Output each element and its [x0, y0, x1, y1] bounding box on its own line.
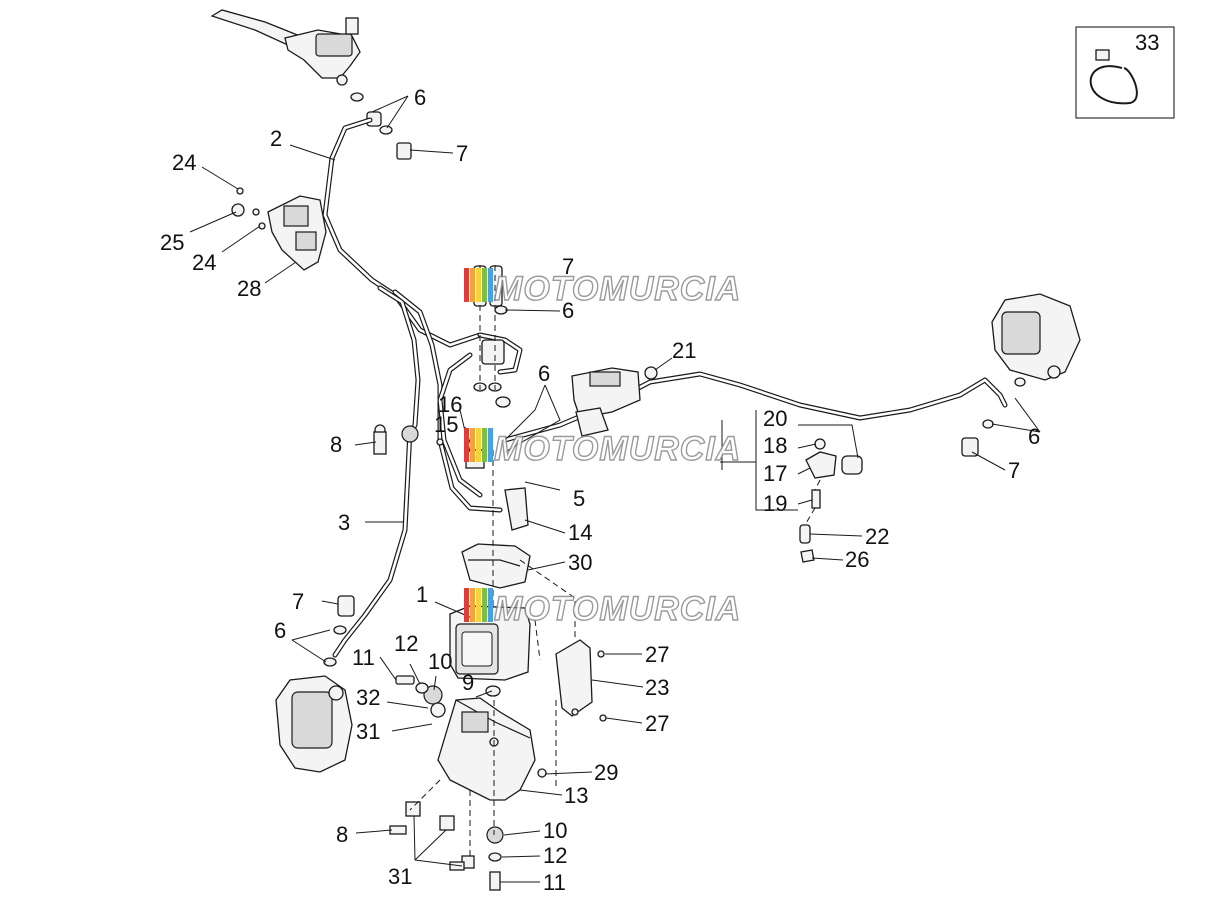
abs-mount-bracket: [461, 543, 531, 589]
bracket-23: [555, 639, 593, 717]
assembly-guide-lines: [409, 265, 821, 860]
label-22: 22: [865, 524, 889, 549]
label-16: 16: [438, 392, 462, 417]
watermark-text-bottom: MOTOMURCIA: [494, 590, 741, 628]
label-26: 26: [845, 547, 869, 572]
label-23: 23: [645, 675, 669, 700]
label-2: 2: [270, 126, 282, 151]
watermark-group: MOTOMURCIA MOTOMURCIA MOTOMURCIA: [464, 268, 741, 629]
label-11-upper: 11: [352, 645, 375, 670]
top-fittings: [350, 92, 412, 160]
label-31-upper: 31: [356, 719, 380, 744]
label-5: 5: [573, 486, 585, 511]
abs-sensor-bracket: [231, 187, 327, 271]
label-15: 15: [434, 412, 458, 437]
watermark-text-middle: MOTOMURCIA: [494, 430, 741, 468]
label-8-upper: 8: [330, 432, 342, 457]
part-labels: 6 7 2 24 25 24 28 7 6 6 21 16 15 5 14 30…: [160, 85, 1040, 895]
label-31-lower: 31: [388, 864, 412, 889]
label-19: 19: [763, 491, 787, 516]
label-7-top: 7: [456, 141, 468, 166]
watermark-top: MOTOMURCIA: [464, 268, 741, 309]
front-brake-lever-assembly: [210, 9, 361, 86]
label-14: 14: [568, 520, 592, 545]
label-27-upper: 27: [645, 642, 669, 667]
watermark-text-top: MOTOMURCIA: [494, 270, 741, 308]
label-20: 20: [763, 406, 787, 431]
label-24-upper: 24: [172, 150, 196, 175]
brake-hoses: [322, 117, 1008, 658]
label-21: 21: [672, 338, 696, 363]
label-17: 17: [763, 461, 787, 486]
label-7-left: 7: [292, 589, 304, 614]
label-11-lower: 11: [543, 870, 566, 895]
label-30: 30: [568, 550, 592, 575]
label-29: 29: [594, 760, 618, 785]
label-7-upper-mid: 7: [562, 254, 574, 279]
rear-brake-caliper: [961, 293, 1081, 457]
lower-bracket: [423, 685, 536, 801]
watermark-bottom: MOTOMURCIA: [464, 588, 741, 629]
front-brake-caliper: [275, 595, 355, 773]
label-6-left: 6: [274, 618, 286, 643]
leader-lines: [189, 95, 1041, 883]
label-25: 25: [160, 230, 184, 255]
inset-box: 33: [1075, 26, 1175, 119]
label-9: 9: [462, 670, 474, 695]
label-3: 3: [338, 510, 350, 535]
label-13: 13: [564, 783, 588, 808]
label-10-lower: 10: [543, 818, 567, 843]
label-10-upper: 10: [428, 649, 452, 674]
label-1: 1: [416, 582, 428, 607]
label-28: 28: [237, 276, 261, 301]
label-12-lower: 12: [543, 843, 567, 868]
label-7-right: 7: [1008, 458, 1020, 483]
watermark-middle: MOTOMURCIA: [464, 428, 741, 469]
label-27-lower: 27: [645, 711, 669, 736]
label-12-upper: 12: [394, 631, 418, 656]
label-32: 32: [356, 685, 380, 710]
label-24-lower: 24: [192, 250, 216, 275]
clamp-assembly: [373, 424, 863, 563]
label-8-lower: 8: [336, 822, 348, 847]
label-6-top: 6: [414, 85, 426, 110]
label-6-mid: 6: [538, 361, 550, 386]
label-6-right: 6: [1028, 424, 1040, 449]
label-18: 18: [763, 433, 787, 458]
label-6-upper-mid: 6: [562, 298, 574, 323]
inset-label: 33: [1135, 30, 1159, 55]
rear-master-cylinder: [571, 366, 658, 437]
lower-small-parts: [389, 650, 607, 891]
